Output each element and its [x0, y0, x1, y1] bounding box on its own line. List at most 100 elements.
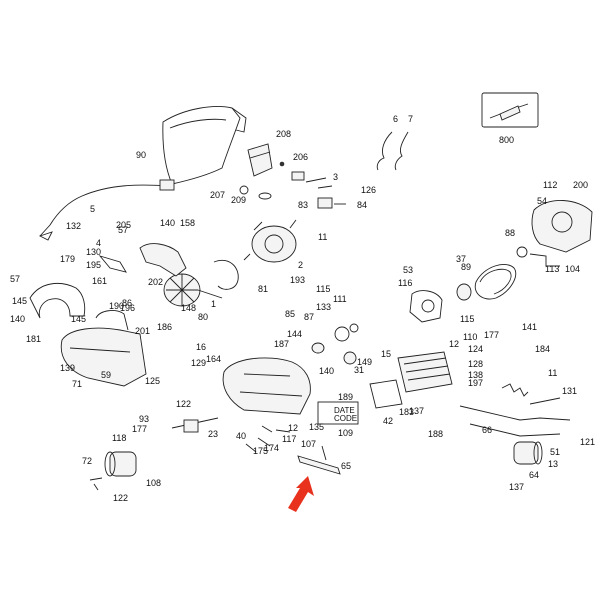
- part-label-47: 140: [10, 314, 25, 324]
- part-label-53: 141: [522, 322, 537, 332]
- switch-plate-part: [369, 351, 453, 409]
- frame-66-part: [459, 405, 571, 437]
- part-label-104: 65: [341, 461, 351, 471]
- part-label-100: 51: [550, 447, 560, 457]
- gear-train-part: [311, 323, 359, 365]
- part-label-93: 40: [236, 431, 246, 441]
- part-label-26: 195: [86, 260, 101, 270]
- part-label-97: 174: [264, 443, 279, 453]
- part-label-106: 122: [113, 493, 128, 503]
- part-label-72: 15: [381, 349, 391, 359]
- part-label-20: 200: [573, 180, 588, 190]
- part-label-64: 139: [60, 363, 75, 373]
- part-label-19: 112: [543, 180, 557, 190]
- part-label-88: 122: [176, 399, 191, 409]
- part-label-84: 183: [399, 407, 414, 417]
- part-label-4: 800: [499, 135, 514, 145]
- part-label-78: 128: [468, 359, 483, 369]
- part-label-13: 132: [66, 221, 81, 231]
- part-label-42: 190: [109, 301, 124, 311]
- part-label-34: 115: [316, 284, 330, 294]
- part-label-108: 137: [509, 482, 524, 492]
- part-label-5: 206: [293, 152, 308, 162]
- part-label-65: 16: [196, 342, 206, 352]
- part-label-7: 126: [361, 185, 376, 195]
- part-label-8: 207: [210, 190, 225, 200]
- part-label-30: 104: [565, 264, 580, 274]
- part-label-61: 187: [274, 339, 289, 349]
- part-label-101: 13: [548, 459, 558, 469]
- part-label-31: 53: [403, 265, 413, 275]
- part-label-102: 72: [82, 456, 92, 466]
- part-label-103: 108: [146, 478, 161, 488]
- part-label-83: 137: [409, 406, 424, 416]
- part-label-92: 23: [208, 429, 218, 439]
- date-code-label: DATE CODE: [317, 401, 359, 425]
- date-code-line2: CODE: [334, 414, 357, 423]
- gear-housing-part: [409, 290, 443, 323]
- part-label-80: 197: [468, 378, 483, 388]
- bar-64-part: [297, 445, 341, 475]
- part-label-68: 196: [120, 303, 135, 313]
- part-label-56: 110: [463, 332, 477, 342]
- part-label-107: 107: [301, 439, 316, 449]
- part-label-24: 179: [60, 254, 75, 264]
- part-label-43: 86: [122, 298, 132, 308]
- part-label-16: 158: [180, 218, 195, 228]
- part-label-71: 140: [319, 366, 334, 376]
- shaft-189-part: [171, 417, 219, 433]
- part-label-27: 2: [298, 260, 303, 270]
- part-label-44: 148: [181, 303, 196, 313]
- part-label-66: 129: [191, 358, 206, 368]
- power-cord-part: [38, 179, 175, 241]
- part-label-73: 11: [548, 368, 557, 378]
- nozzle-part: [247, 143, 273, 177]
- part-label-105: 64: [529, 470, 539, 480]
- part-label-40: 116: [398, 278, 412, 288]
- part-label-98: 118: [112, 433, 126, 443]
- part-label-86: 66: [482, 425, 492, 435]
- roller-72-part: [513, 441, 543, 465]
- springs-6-7: [376, 131, 409, 171]
- part-label-60: 184: [535, 344, 550, 354]
- part-label-89: 189: [338, 392, 353, 402]
- part-label-15: 140: [160, 218, 175, 228]
- part-label-49: 201: [135, 326, 150, 336]
- part-label-22: 4: [96, 238, 101, 248]
- part-label-45: 85: [285, 309, 295, 319]
- part-label-69: 149: [357, 357, 372, 367]
- roller-65-part: [104, 451, 137, 477]
- part-label-91: 177: [132, 424, 147, 434]
- part-label-23: 88: [505, 228, 515, 238]
- part-label-28: 37: [456, 254, 466, 264]
- part-label-81: 135: [309, 422, 324, 432]
- part-label-25: 130: [86, 247, 101, 257]
- base-housing-part: [60, 310, 147, 387]
- red-arrow-indicator: [288, 476, 314, 512]
- part-label-62: 12: [449, 339, 459, 349]
- part-label-1: 208: [276, 129, 291, 139]
- part-label-76: 131: [562, 386, 577, 396]
- part-label-77: 71: [72, 379, 82, 389]
- part-label-109: 13: [0, 0, 10, 2]
- part-label-75: 59: [101, 370, 111, 380]
- part-label-2: 6: [393, 114, 398, 124]
- part-label-48: 145: [71, 314, 86, 324]
- part-label-96: 175: [253, 446, 268, 456]
- dust-bag-part: [162, 106, 247, 185]
- part-label-87: 121: [580, 437, 595, 447]
- part-label-14: 205: [116, 220, 131, 230]
- part-label-54: 186: [157, 322, 172, 332]
- part-label-74: 125: [145, 376, 160, 386]
- part-label-50: 80: [198, 312, 208, 322]
- main-housing-part: [222, 357, 311, 415]
- part-label-94: 12: [288, 423, 298, 433]
- tool-800-inset: [481, 92, 539, 128]
- part-label-6: 3: [333, 172, 338, 182]
- part-label-51: 87: [304, 312, 314, 322]
- part-label-11: 84: [357, 200, 367, 210]
- part-label-17: 57: [118, 225, 128, 235]
- part-label-82: 42: [383, 416, 393, 426]
- part-label-99: 109: [338, 428, 353, 438]
